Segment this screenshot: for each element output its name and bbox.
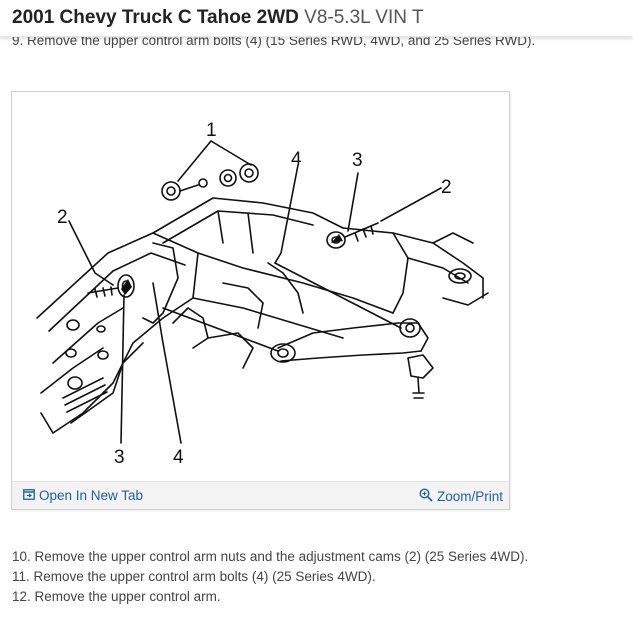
step-10: 10. Remove the upper control arm nuts an… (12, 549, 529, 564)
callout-2-left: 2 (57, 207, 68, 228)
callout-2-right: 2 (441, 177, 452, 198)
callout-3-top: 3 (352, 150, 363, 171)
callout-4-bottom: 4 (173, 447, 184, 468)
open-new-tab-icon (23, 488, 35, 503)
callout-1: 1 (206, 120, 217, 141)
step-11: 11. Remove the upper control arm bolts (… (12, 569, 376, 584)
zoom-print-label: Zoom/Print (436, 489, 503, 504)
callout-3-bottom: 3 (114, 447, 125, 468)
open-in-new-tab-link[interactable]: Open In New Tab (23, 488, 143, 503)
figure-container: 1 2 2 3 3 4 4 Open In New Tab (11, 91, 510, 510)
vehicle-title: 2001 Chevy Truck C Tahoe 2WD (12, 7, 299, 28)
figure-footer: Open In New Tab Zoom/Print (12, 481, 509, 509)
engine-subtitle: V8-5.3L VIN T (304, 7, 424, 28)
callout-4-top: 4 (291, 149, 302, 170)
zoom-print-link[interactable]: Zoom/Print (419, 488, 503, 505)
control-arm-diagram: 1 2 2 3 3 4 4 (36, 120, 489, 468)
page-title: 2001 Chevy Truck C Tahoe 2WD V8-5.3L VIN… (12, 7, 424, 29)
zoom-icon (419, 488, 433, 505)
open-in-new-tab-label: Open In New Tab (39, 488, 144, 503)
page-header: 2001 Chevy Truck C Tahoe 2WD V8-5.3L VIN… (0, 0, 633, 37)
step-12: 12. Remove the upper control arm. (12, 589, 221, 604)
